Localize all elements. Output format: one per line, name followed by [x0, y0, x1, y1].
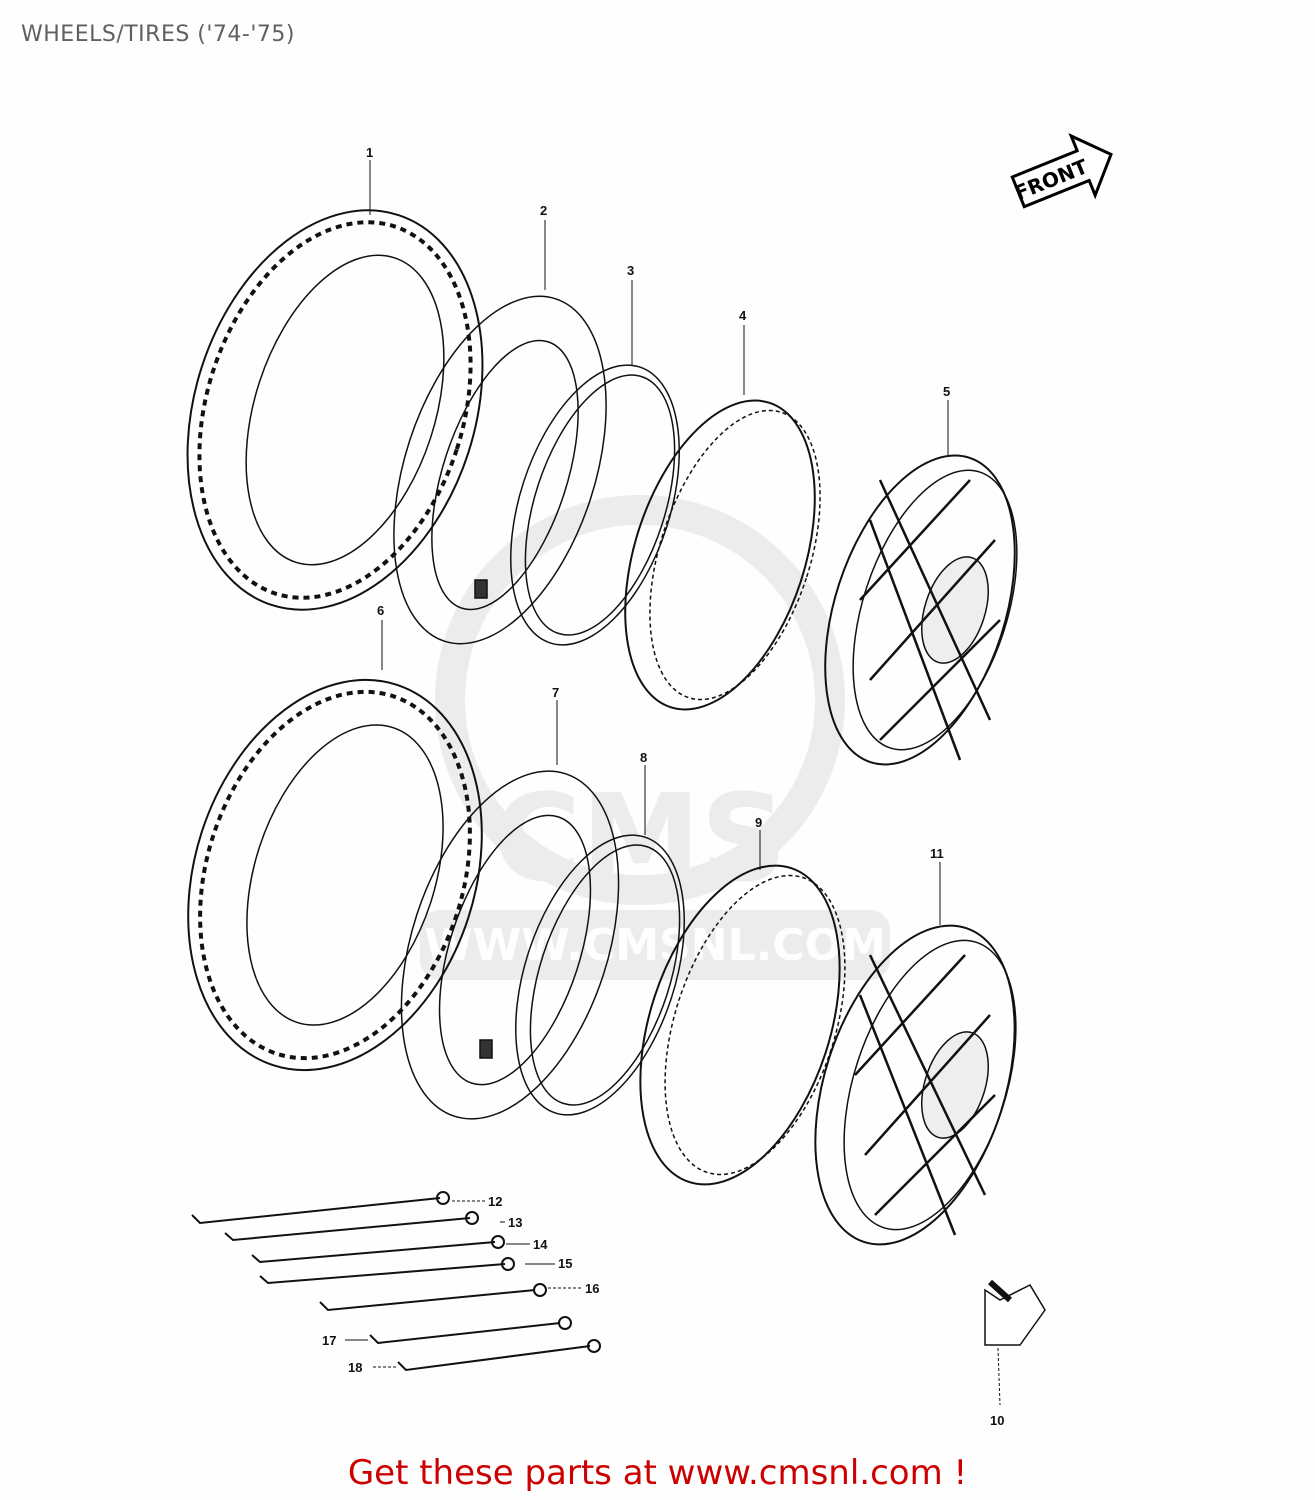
- callout-15: 15: [558, 1256, 572, 1271]
- callout-leader-lines: [345, 160, 949, 1368]
- callout-10: 10: [990, 1413, 1004, 1428]
- front-rim-band[interactable]: [479, 344, 711, 666]
- callout-11: 11: [930, 846, 944, 861]
- callout-16: 16: [585, 1281, 599, 1296]
- front-rim[interactable]: [590, 377, 853, 734]
- callout-5: 5: [943, 384, 950, 399]
- front-tire[interactable]: [139, 172, 532, 648]
- callout-3: 3: [627, 263, 634, 278]
- callout-6: 6: [377, 603, 384, 618]
- front-direction-arrow-icon: FRONT: [1010, 133, 1113, 209]
- watermark-logo: CMS WWW.CMSNL.COM: [420, 495, 890, 980]
- callout-labels: 1 2 3 4 5 6 7 8 9 10 11 12 13 14 15 16 1…: [322, 145, 1004, 1428]
- callout-4: 4: [739, 308, 747, 323]
- callout-14: 14: [533, 1237, 548, 1252]
- valve[interactable]: [984, 1279, 1046, 1406]
- callout-1: 1: [366, 145, 373, 160]
- get-parts-link[interactable]: Get these parts at www.cmsnl.com !: [347, 1453, 968, 1493]
- rear-wheel-assembly[interactable]: [778, 900, 1051, 1269]
- callout-7: 7: [552, 685, 559, 700]
- callout-9: 9: [755, 815, 762, 830]
- front-wheel-assembly[interactable]: [790, 432, 1051, 789]
- svg-text:WWW.CMSNL.COM: WWW.CMSNL.COM: [424, 920, 886, 971]
- callout-2: 2: [540, 203, 547, 218]
- callout-13: 13: [508, 1215, 522, 1230]
- rear-rim-band[interactable]: [484, 814, 716, 1136]
- callout-8: 8: [640, 750, 647, 765]
- front-tube[interactable]: [354, 269, 646, 670]
- rear-tube[interactable]: [361, 744, 659, 1147]
- rear-tire[interactable]: [140, 642, 530, 1109]
- callout-12: 12: [488, 1194, 502, 1209]
- svg-text:CMS: CMS: [493, 770, 787, 909]
- callout-18: 18: [348, 1360, 362, 1375]
- callout-17: 17: [322, 1333, 336, 1348]
- page-title: WHEELS/TIRES ('74-'75): [21, 22, 295, 47]
- spokes[interactable]: [191, 1191, 601, 1372]
